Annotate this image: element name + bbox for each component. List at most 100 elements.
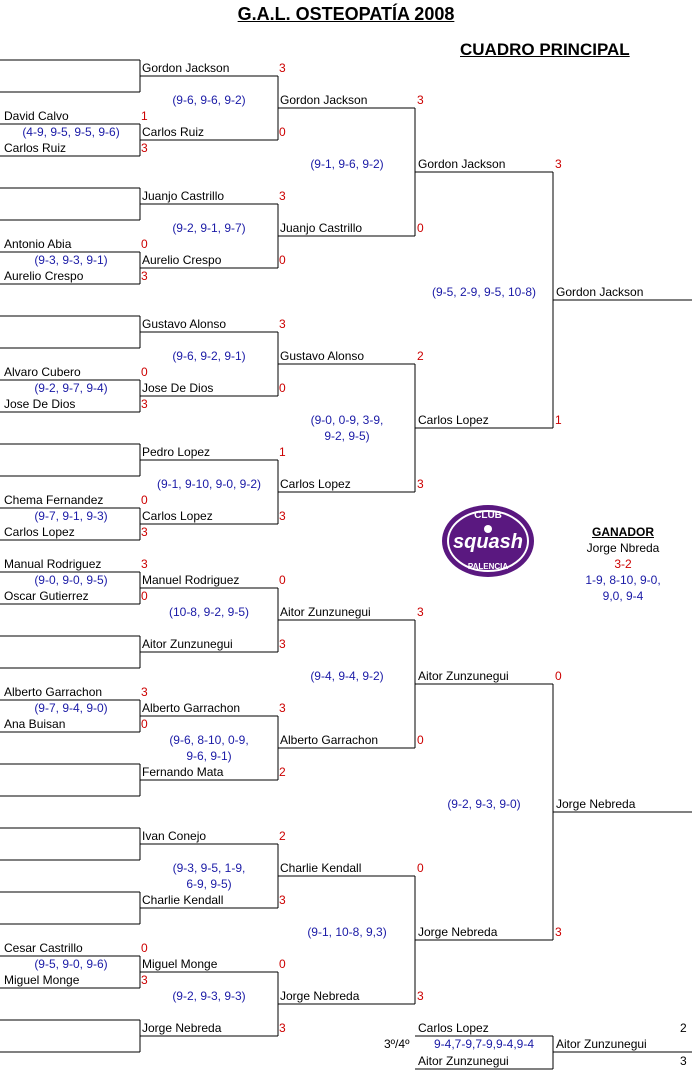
player-score: 3 [680, 1054, 687, 1068]
match-result: (9-0, 9-0, 9-5) [34, 573, 108, 587]
player-name: Alberto Garrachon [4, 685, 103, 699]
match-result: (9-2, 9-3, 9-3) [172, 989, 246, 1003]
player-score: 0 [279, 253, 286, 267]
player-name: Oscar Gutierrez [4, 589, 89, 603]
match-result: (9-2, 9-3, 9-0) [447, 797, 521, 811]
player-name: Jorge Nebreda [142, 1021, 222, 1035]
player-name: Juanjo Castrillo [280, 221, 363, 235]
player-score: 0 [279, 381, 286, 395]
player-name: Ivan Conejo [142, 829, 207, 843]
winner-label: GANADOR [592, 525, 654, 539]
match-result: (9-7, 9-4, 9-0) [34, 701, 108, 715]
player-name: Carlos Lopez [142, 509, 213, 523]
player-name: Jorge Nebreda [418, 925, 498, 939]
player-name: Fernando Mata [142, 765, 224, 779]
player-name: Aitor Zunzunegui [142, 637, 233, 651]
match-result: (10-8, 9-2, 9-5) [168, 605, 250, 619]
match-result: (9-1, 9-6, 9-2) [310, 157, 384, 171]
player-name: Alberto Garrachon [280, 733, 379, 747]
player-name: Carlos Lopez [418, 413, 489, 427]
player-name: Charlie Kendall [280, 861, 362, 875]
player-score: 3 [141, 685, 148, 699]
player-name: Aitor Zunzunegui [280, 605, 371, 619]
ball-icon [484, 525, 492, 533]
player-name: Juanjo Castrillo [142, 189, 225, 203]
player-name: Manuel Rodriguez [142, 573, 240, 587]
player-name: Aitor Zunzunegui [418, 669, 509, 683]
player-name: Miguel Monge [142, 957, 218, 971]
player-name: Pedro Lopez [142, 445, 211, 459]
player-name: Carlos Lopez [4, 525, 75, 539]
player-score: 0 [141, 237, 148, 251]
player-name: Gustavo Alonso [142, 317, 227, 331]
player-name: Jose De Dios [4, 397, 76, 411]
player-score: 0 [417, 221, 424, 235]
player-name: Alberto Garrachon [142, 701, 241, 715]
player-name: Cesar Castrillo [4, 941, 83, 955]
player-name: Carlos Ruiz [142, 125, 205, 139]
page-title: G.A.L. OSTEOPATÍA 2008 [237, 4, 455, 24]
player-score: 0 [279, 957, 286, 971]
logo-top-text: CLUB [474, 510, 502, 521]
player-score: 0 [141, 941, 148, 955]
player-score: 3 [279, 1021, 286, 1035]
player-score: 3 [141, 557, 148, 571]
player-score: 2 [279, 829, 286, 843]
match-result: (9-6, 9-6, 9-2) [172, 93, 246, 107]
player-score: 0 [141, 717, 148, 731]
match-result: (9-2, 9-1, 9-7) [172, 221, 246, 235]
player-score: 3 [279, 893, 286, 907]
match-result: (4-9, 9-5, 9-5, 9-6) [22, 125, 120, 139]
player-score: 3 [141, 973, 148, 987]
player-name: Jorge Nebreda [280, 989, 360, 1003]
player-score: 3 [141, 525, 148, 539]
player-name: Alvaro Cubero [4, 365, 81, 379]
player-score: 2 [680, 1021, 687, 1035]
player-score: 3 [279, 189, 286, 203]
match-result: (9-6, 8-10, 0-9, [169, 733, 249, 747]
match-result-cont: 9-2, 9-5) [324, 429, 370, 443]
player-score: 3 [279, 61, 286, 75]
finalist-top: Gordon Jackson [556, 285, 644, 299]
player-score: 0 [417, 733, 424, 747]
match-result: (9-5, 2-9, 9-5, 10-8) [431, 285, 537, 299]
match-result: (9-1, 10-8, 9,3) [307, 925, 387, 939]
player-score: 3 [555, 157, 562, 171]
winner-result: 1-9, 8-10, 9-0, [585, 573, 661, 587]
player-score: 3 [279, 637, 286, 651]
player-name: Miguel Monge [4, 973, 80, 987]
player-score: 1 [279, 445, 286, 459]
player-name: Aurelio Crespo [4, 269, 84, 283]
match-result: (9-4, 9-4, 9-2) [310, 669, 384, 683]
third-place-label: 3º/4º [384, 1037, 410, 1051]
player-name: Carlos Ruiz [4, 141, 67, 155]
player-name: Gustavo Alonso [280, 349, 365, 363]
player-name: David Calvo [4, 109, 69, 123]
club-squash-palencia-logo: CLUB squash PALENCIA [442, 505, 534, 577]
match-result: (9-0, 0-9, 3-9, [310, 413, 384, 427]
player-name: Aitor Zunzunegui [418, 1054, 509, 1068]
player-name: Aurelio Crespo [142, 253, 222, 267]
player-name: Antonio Abia [4, 237, 72, 251]
winner-result-cont: 9,0, 9-4 [602, 589, 644, 603]
player-score: 0 [555, 669, 562, 683]
third-place-winner: Aitor Zunzunegui [556, 1037, 647, 1051]
player-name: Gordon Jackson [418, 157, 506, 171]
match-result: 9-4,7-9,7-9,9-4,9-4 [433, 1037, 535, 1051]
player-score: 1 [555, 413, 562, 427]
player-name: Chema Fernandez [4, 493, 104, 507]
player-score: 3 [279, 701, 286, 715]
player-name: Carlos Lopez [280, 477, 351, 491]
match-result: (9-3, 9-5, 1-9, [172, 861, 246, 875]
player-name: Gordon Jackson [142, 61, 230, 75]
player-score: 0 [141, 589, 148, 603]
match-result: (9-6, 9-2, 9-1) [172, 349, 246, 363]
logo-main-text: squash [453, 531, 523, 553]
player-score: 1 [141, 109, 148, 123]
player-score: 3 [417, 477, 424, 491]
finalist-bottom: Jorge Nebreda [556, 797, 636, 811]
match-result-cont: 9-6, 9-1) [186, 749, 232, 763]
player-score: 2 [279, 765, 286, 779]
match-result: (9-2, 9-7, 9-4) [34, 381, 108, 395]
